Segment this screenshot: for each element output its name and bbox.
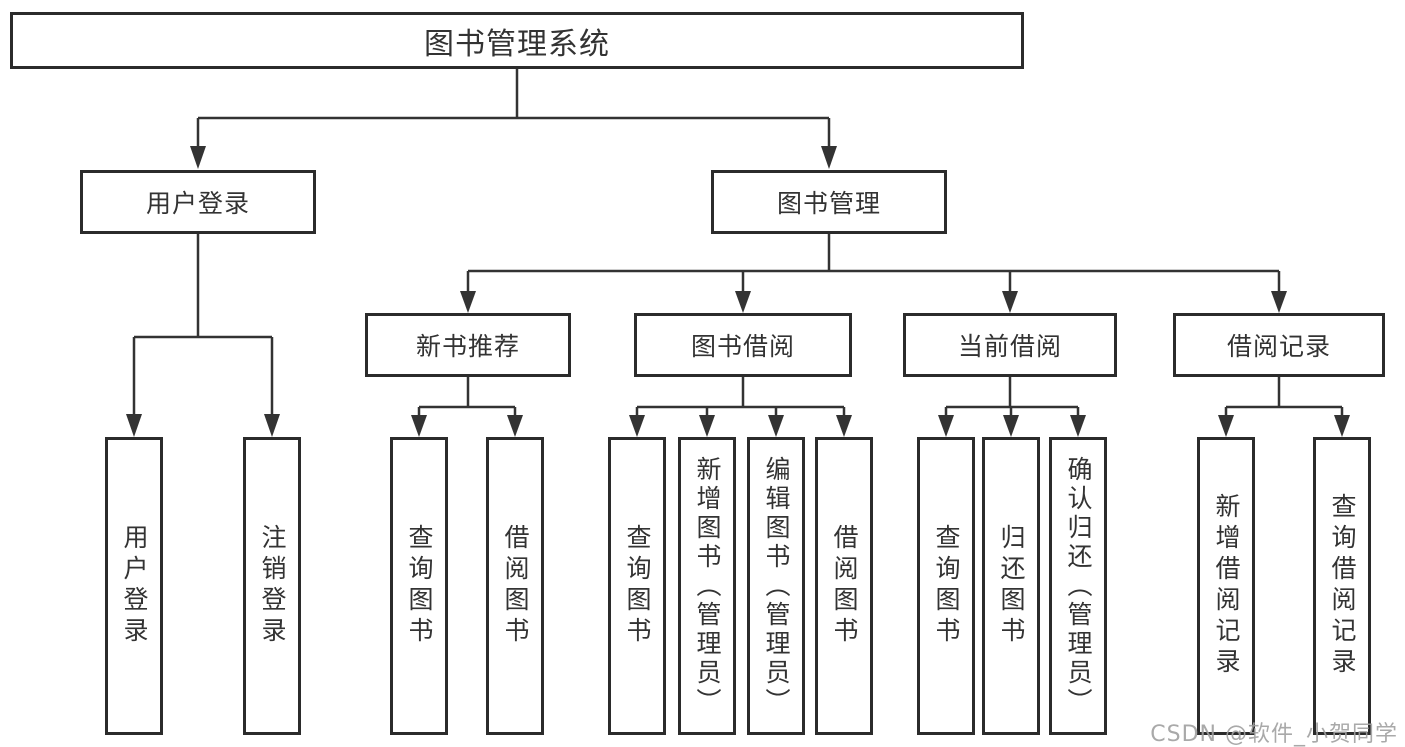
leaf-query-books-borrowing: 查询图书 bbox=[608, 437, 666, 735]
watermark: CSDN @软件_小贺同学 bbox=[1150, 722, 1398, 747]
node-user-login: 用户登录 bbox=[80, 170, 316, 234]
leaf-add-books-admin: 新增图书（管理员） bbox=[678, 437, 736, 735]
leaf-user-login: 用户登录 bbox=[105, 437, 163, 735]
node-new-book-recommend: 新书推荐 bbox=[365, 313, 571, 377]
leaf-logout: 注销登录 bbox=[243, 437, 301, 735]
leaf-borrow-books-borrowing: 借阅图书 bbox=[815, 437, 873, 735]
node-borrowing-records: 借阅记录 bbox=[1173, 313, 1385, 377]
leaf-confirm-return-admin: 确认归还（管理员） bbox=[1049, 437, 1107, 735]
leaf-edit-books-admin: 编辑图书（管理员） bbox=[747, 437, 805, 735]
node-book-borrowing: 图书借阅 bbox=[634, 313, 852, 377]
node-book-management: 图书管理 bbox=[711, 170, 947, 234]
leaf-query-borrow-record: 查询借阅记录 bbox=[1313, 437, 1371, 735]
node-root: 图书管理系统 bbox=[10, 12, 1024, 69]
leaf-query-books-recommend: 查询图书 bbox=[390, 437, 448, 735]
leaf-borrow-books-recommend: 借阅图书 bbox=[486, 437, 544, 735]
leaf-query-books-current: 查询图书 bbox=[917, 437, 975, 735]
node-current-borrowing: 当前借阅 bbox=[903, 313, 1117, 377]
leaf-return-books: 归还图书 bbox=[982, 437, 1040, 735]
leaf-add-borrow-record: 新增借阅记录 bbox=[1197, 437, 1255, 735]
